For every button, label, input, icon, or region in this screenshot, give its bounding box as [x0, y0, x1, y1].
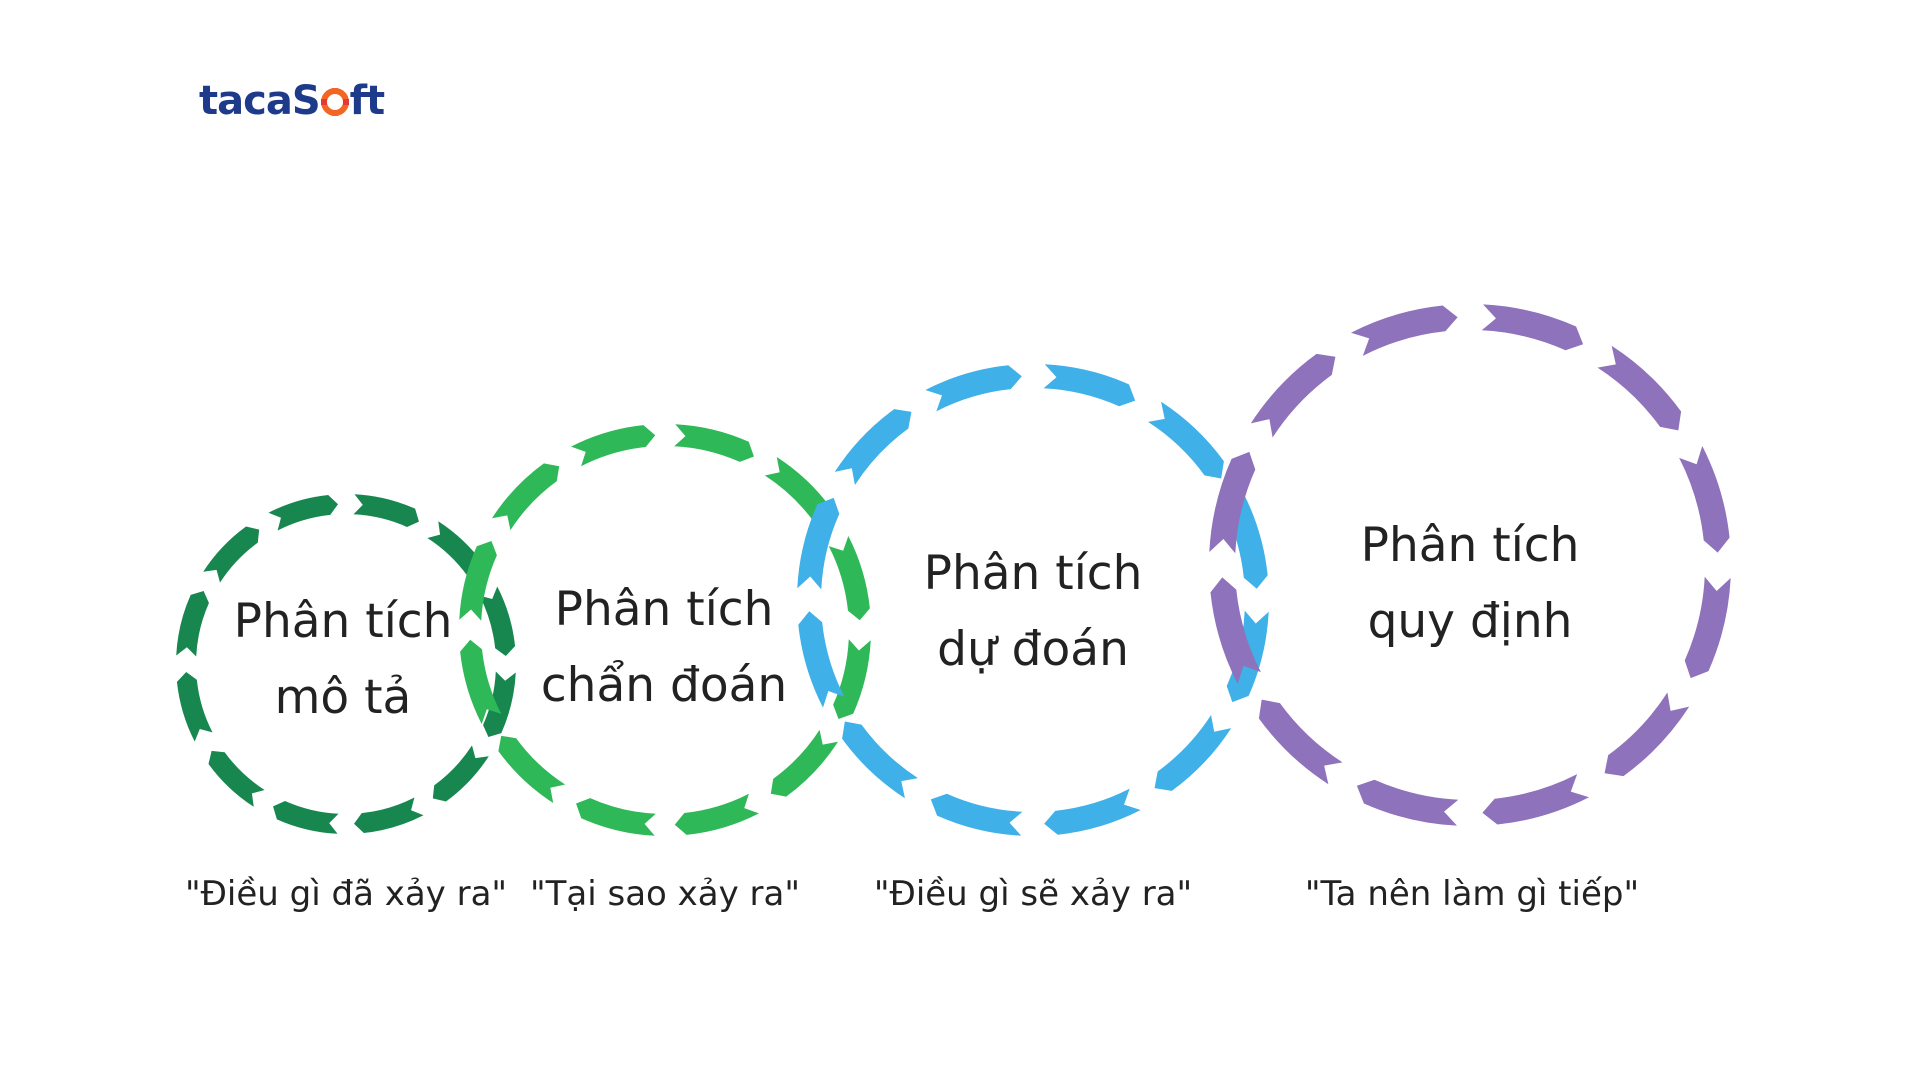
ring-arrow-segment [1350, 305, 1458, 356]
ring-arrow-segment [925, 365, 1022, 412]
ring-arrow-segment [1604, 692, 1690, 777]
stage-2-ring [459, 424, 871, 836]
ring-arrow-segment [273, 801, 339, 834]
ring-arrow-segment [1258, 699, 1343, 785]
logo-text-part3: ft [349, 78, 386, 124]
stage-2-caption: "Tại sao xảy ra" [530, 874, 800, 914]
ring-arrow-segment [770, 729, 839, 797]
ring-arrow-segment [1356, 779, 1459, 826]
ring-arrow-segment [828, 536, 870, 621]
ring-arrow-segment [176, 591, 209, 657]
ring-arrow-segment [1684, 576, 1731, 679]
gear-icon [320, 76, 350, 126]
ring-arrow-segment [1209, 451, 1256, 554]
stage-1-ring [176, 494, 516, 834]
stage-4-title: Phân tích quy định [1361, 508, 1580, 660]
ring-arrow-segment [1481, 304, 1584, 351]
logo-text-part2: S [291, 78, 321, 124]
ring-arrow-segment [479, 586, 516, 656]
stage-1-title-line2: mô tả [274, 670, 412, 725]
ring-arrow-segment [674, 793, 759, 835]
ring-arrow-segment [798, 611, 845, 708]
stage-3-title: Phân tích dự đoán [924, 536, 1143, 688]
ring-arrow-segment [460, 639, 502, 724]
stage-3-caption: "Điều gì sẽ xảy ra" [873, 874, 1193, 914]
ring-arrow-segment [834, 409, 912, 485]
stage-1-title-line1: Phân tích [233, 594, 453, 649]
ring-arrow-segment [1210, 577, 1261, 685]
ring-arrow-segment [176, 672, 213, 742]
ring-arrow-segment [1597, 345, 1682, 431]
stage-2-title-line2: chẩn đoán [540, 658, 788, 713]
stage-4-title-line1: Phân tích [1360, 518, 1580, 573]
ring-arrow-segment [459, 541, 497, 621]
ring-arrow-segment [427, 521, 484, 578]
stage-4-caption: "Ta nên làm gì tiếp" [1304, 874, 1640, 914]
ring-arrow-segment [930, 793, 1023, 836]
ring-arrow-segment [353, 494, 419, 527]
ring-arrow-segment [483, 671, 516, 737]
ring-arrow-segment [208, 750, 265, 807]
ring-arrow-segment [1679, 445, 1730, 553]
ring-arrow-segment [1043, 364, 1136, 407]
tacasoft-logo: taca S ft [199, 76, 386, 126]
ring-arrow-segment [203, 526, 260, 583]
ring-arrow-segment [1044, 788, 1141, 835]
ring-arrow-segment [764, 456, 832, 525]
ring-arrow-segment [797, 497, 840, 590]
ring-arrow-segment [833, 639, 871, 719]
stage-4-title-line2: quy định [1367, 594, 1573, 649]
stage-1-caption: "Điều gì đã xảy ra" [184, 874, 508, 914]
stage-2-title-line1: Phân tích [554, 582, 774, 637]
ring-arrow-segment [842, 721, 918, 799]
ring-arrow-segment [1482, 774, 1590, 825]
stage-3-title-line1: Phân tích [923, 546, 1143, 601]
ring-arrow-segment [498, 735, 566, 804]
ring-arrow-segment [1148, 401, 1224, 479]
stage-2-title: Phân tích chẩn đoán [541, 572, 787, 724]
ring-arrow-segment [491, 463, 560, 531]
ring-arrow-segment [674, 424, 754, 462]
ring-arrow-segment [571, 425, 656, 467]
stage-4-ring [1209, 304, 1731, 826]
stage-1-title: Phân tích mô tả [234, 584, 453, 736]
ring-arrow-segment [268, 494, 338, 531]
ring-arrow-segment [1250, 353, 1336, 438]
stage-3-title-line2: dự đoán [937, 622, 1129, 677]
ring-arrow-segment [354, 797, 424, 834]
ring-arrow-segment [432, 745, 489, 802]
ring-arrow-segment [576, 798, 656, 836]
ring-arrow-segment [1154, 715, 1232, 791]
logo-text-part1: taca [199, 78, 293, 124]
